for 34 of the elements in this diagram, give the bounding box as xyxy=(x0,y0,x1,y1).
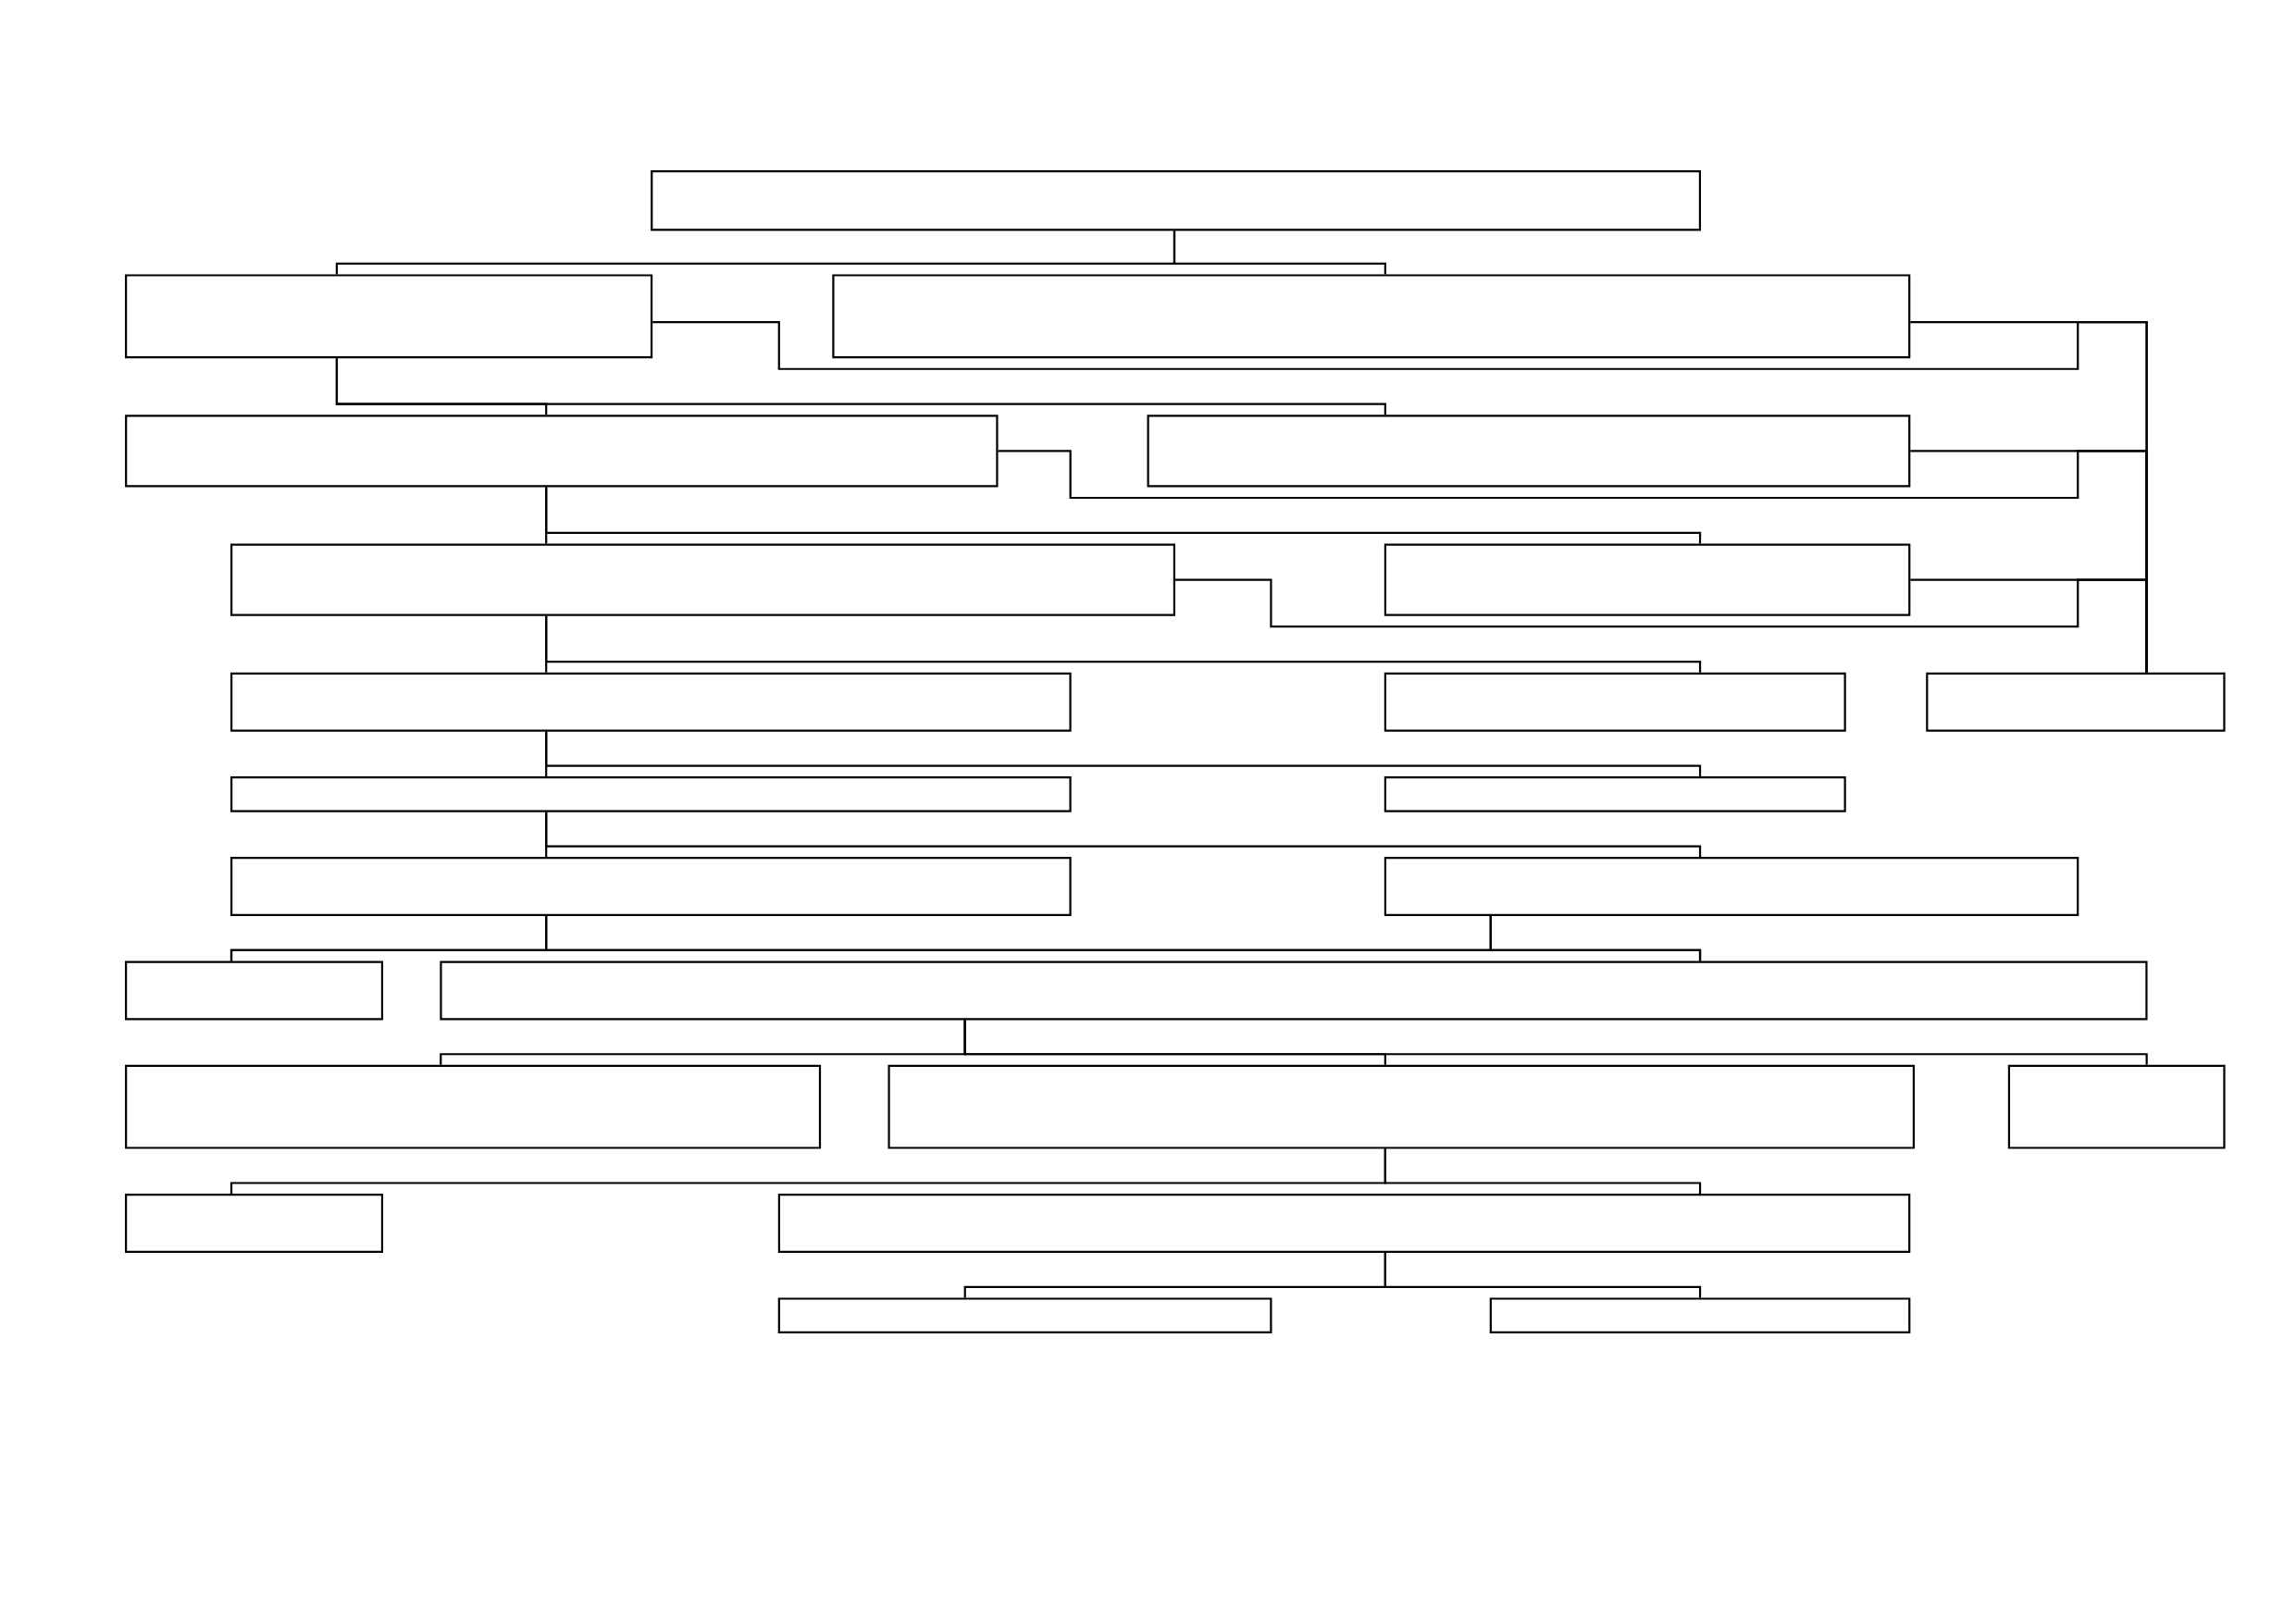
empty-box xyxy=(887,1064,1916,1149)
empty-box xyxy=(777,1297,1272,1333)
empty-box xyxy=(125,415,999,488)
connector-line xyxy=(545,812,1702,858)
empty-box xyxy=(230,776,1072,812)
connector-line xyxy=(545,615,1702,673)
empty-box xyxy=(125,1194,384,1253)
empty-box xyxy=(1147,415,1911,488)
connector-line xyxy=(335,358,1386,415)
connector-line xyxy=(1173,230,1386,275)
connector-line xyxy=(1489,916,1702,961)
empty-box xyxy=(651,170,1702,231)
connector-line xyxy=(1384,1253,1702,1298)
empty-box xyxy=(1926,672,2226,732)
empty-box xyxy=(230,543,1175,616)
empty-box xyxy=(1384,672,1846,732)
empty-box xyxy=(125,274,653,359)
empty-box xyxy=(2007,1064,2226,1149)
empty-box xyxy=(125,960,384,1021)
empty-box xyxy=(1384,857,2079,917)
empty-box xyxy=(777,1194,1911,1253)
empty-box xyxy=(230,672,1072,732)
connector-line xyxy=(1910,578,2148,673)
connector-line xyxy=(545,487,1702,544)
connector-line xyxy=(545,731,1702,777)
connector-line xyxy=(963,1020,2148,1066)
empty-box xyxy=(1384,776,1846,812)
empty-box xyxy=(125,1064,822,1149)
empty-box xyxy=(1384,543,1911,616)
empty-box xyxy=(230,857,1072,917)
empty-box xyxy=(1489,1297,1911,1333)
empty-box xyxy=(440,960,2148,1021)
connector-line xyxy=(1384,1148,1702,1195)
empty-box xyxy=(832,274,1911,359)
